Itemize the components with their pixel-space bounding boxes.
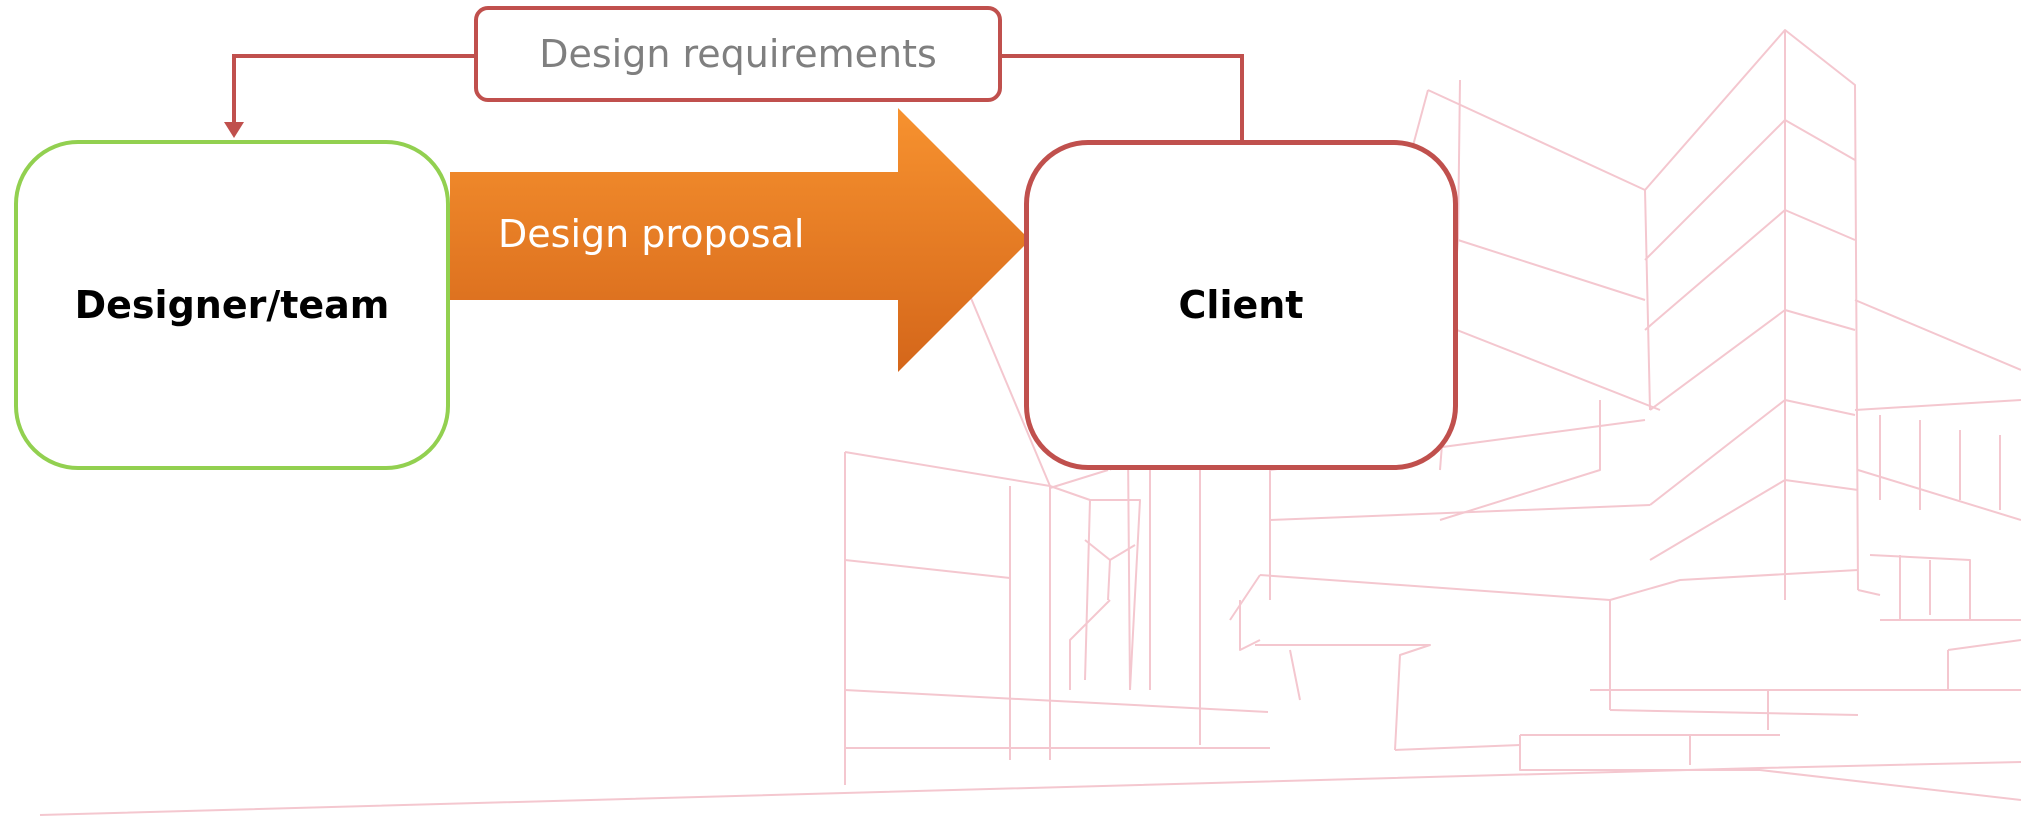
edge-label-requirements: Design requirements: [474, 6, 1002, 102]
requirements-line-right: [1002, 54, 1244, 140]
requirements-label: Design requirements: [539, 32, 937, 76]
node-client: Client: [1024, 140, 1458, 470]
designer-label: Designer/team: [74, 283, 390, 327]
proposal-arrow: [450, 108, 1030, 372]
node-designer: Designer/team: [14, 140, 450, 470]
requirements-line-left: [232, 54, 474, 126]
edge-label-proposal: Design proposal: [498, 212, 805, 256]
requirements-arrowhead: [224, 122, 244, 138]
client-label: Client: [1178, 283, 1304, 327]
